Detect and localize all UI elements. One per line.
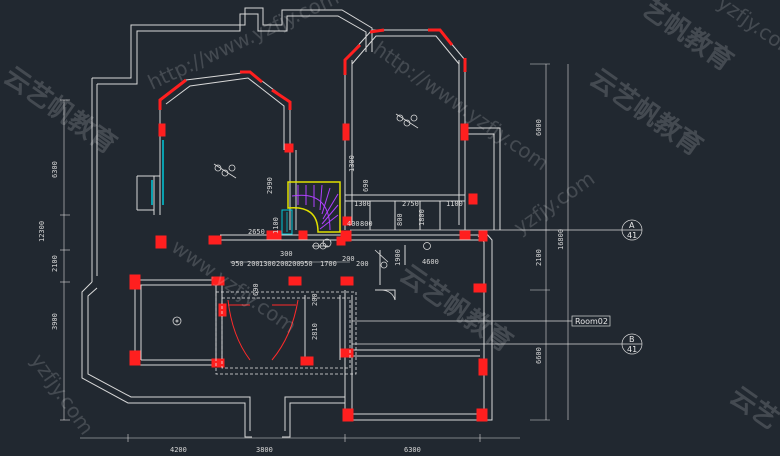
dim-200-d: 200 xyxy=(342,255,355,263)
dim-1800: 1800 xyxy=(418,209,426,226)
dim-1100-b: 1100 xyxy=(272,217,280,234)
dim-1900: 1900 xyxy=(394,249,402,266)
watermark-cn-2: 云艺帆教育 xyxy=(584,62,708,162)
axis-lines xyxy=(350,219,643,355)
dim-2810: 2810 xyxy=(311,323,319,340)
watermark-cn-5: 云艺 xyxy=(724,381,780,435)
dim-2990: 2990 xyxy=(266,177,274,194)
light-fixtures xyxy=(172,113,431,326)
dim-200-f: 200 xyxy=(311,293,319,306)
dim-right-3: 2100 xyxy=(535,249,543,266)
axis-a-letter: A xyxy=(629,221,635,230)
watermarks: http://www.yzfjy.com http://www.yzfjy.co… xyxy=(0,0,780,439)
dim-300: 300 xyxy=(280,250,293,258)
dim-1300-c: 1300 xyxy=(259,260,276,268)
dashed-outline xyxy=(215,291,357,375)
dim-1100-a: 1100 xyxy=(446,200,463,208)
room-tag: Room02 xyxy=(575,317,608,326)
dim-950-b: 950 xyxy=(300,260,313,268)
dim-left-1: 6300 xyxy=(51,161,59,178)
red-columns xyxy=(129,28,488,422)
dim-left-3: 2100 xyxy=(51,255,59,272)
door-arcs xyxy=(227,299,299,361)
dim-bottom-2: 3800 xyxy=(256,446,273,454)
dim-left-4: 3900 xyxy=(51,313,59,330)
dim-1700: 1700 xyxy=(320,260,337,268)
dim-4600: 4600 xyxy=(422,258,439,266)
axis-b-letter: B xyxy=(629,335,635,344)
watermark-cn-3: 云艺帆教育 xyxy=(394,258,518,358)
door-swings xyxy=(374,249,396,301)
cyan-windows xyxy=(151,140,164,205)
dim-2650: 2650 xyxy=(248,228,265,236)
dimension-texts: 4200 3800 6300 6300 12300 2100 3900 6000… xyxy=(38,119,565,454)
dim-1300-b: 1300 xyxy=(354,200,371,208)
dim-bottom-1: 4200 xyxy=(170,446,187,454)
dim-400: 400 xyxy=(347,220,360,228)
watermark-url-2: http://www.yzfjy.com xyxy=(369,36,553,175)
dim-left-2: 12300 xyxy=(38,221,46,242)
axis-a-number: 41 xyxy=(627,231,637,240)
dim-right-4: 6600 xyxy=(535,347,543,364)
dim-right-1: 6000 xyxy=(535,119,543,136)
dim-200-c: 200 xyxy=(288,260,301,268)
axis-bubbles: A 41 B 41 Room02 xyxy=(575,221,637,354)
watermark-url-4: yzfjy.com xyxy=(509,166,599,239)
dim-bottom-3: 6300 xyxy=(404,446,421,454)
dim-950-a: 950 xyxy=(231,260,244,268)
spiral-staircase xyxy=(281,181,341,235)
axis-b-number: 41 xyxy=(627,345,637,354)
dim-200-a: 200 xyxy=(247,260,260,268)
dim-800-b: 800 xyxy=(360,220,373,228)
dim-200-e: 200 xyxy=(356,260,369,268)
dim-690-b: 690 xyxy=(252,283,260,296)
dim-690: 690 xyxy=(362,179,370,192)
watermark-cn-1: 云艺帆教育 xyxy=(0,60,122,160)
dimension-lines xyxy=(60,63,569,442)
dim-right-2: 16800 xyxy=(557,229,565,250)
dim-2750: 2750 xyxy=(402,200,419,208)
dim-200-b: 200 xyxy=(276,260,289,268)
dim-1300-a: 1300 xyxy=(348,155,356,172)
dim-800-a: 800 xyxy=(396,213,404,226)
